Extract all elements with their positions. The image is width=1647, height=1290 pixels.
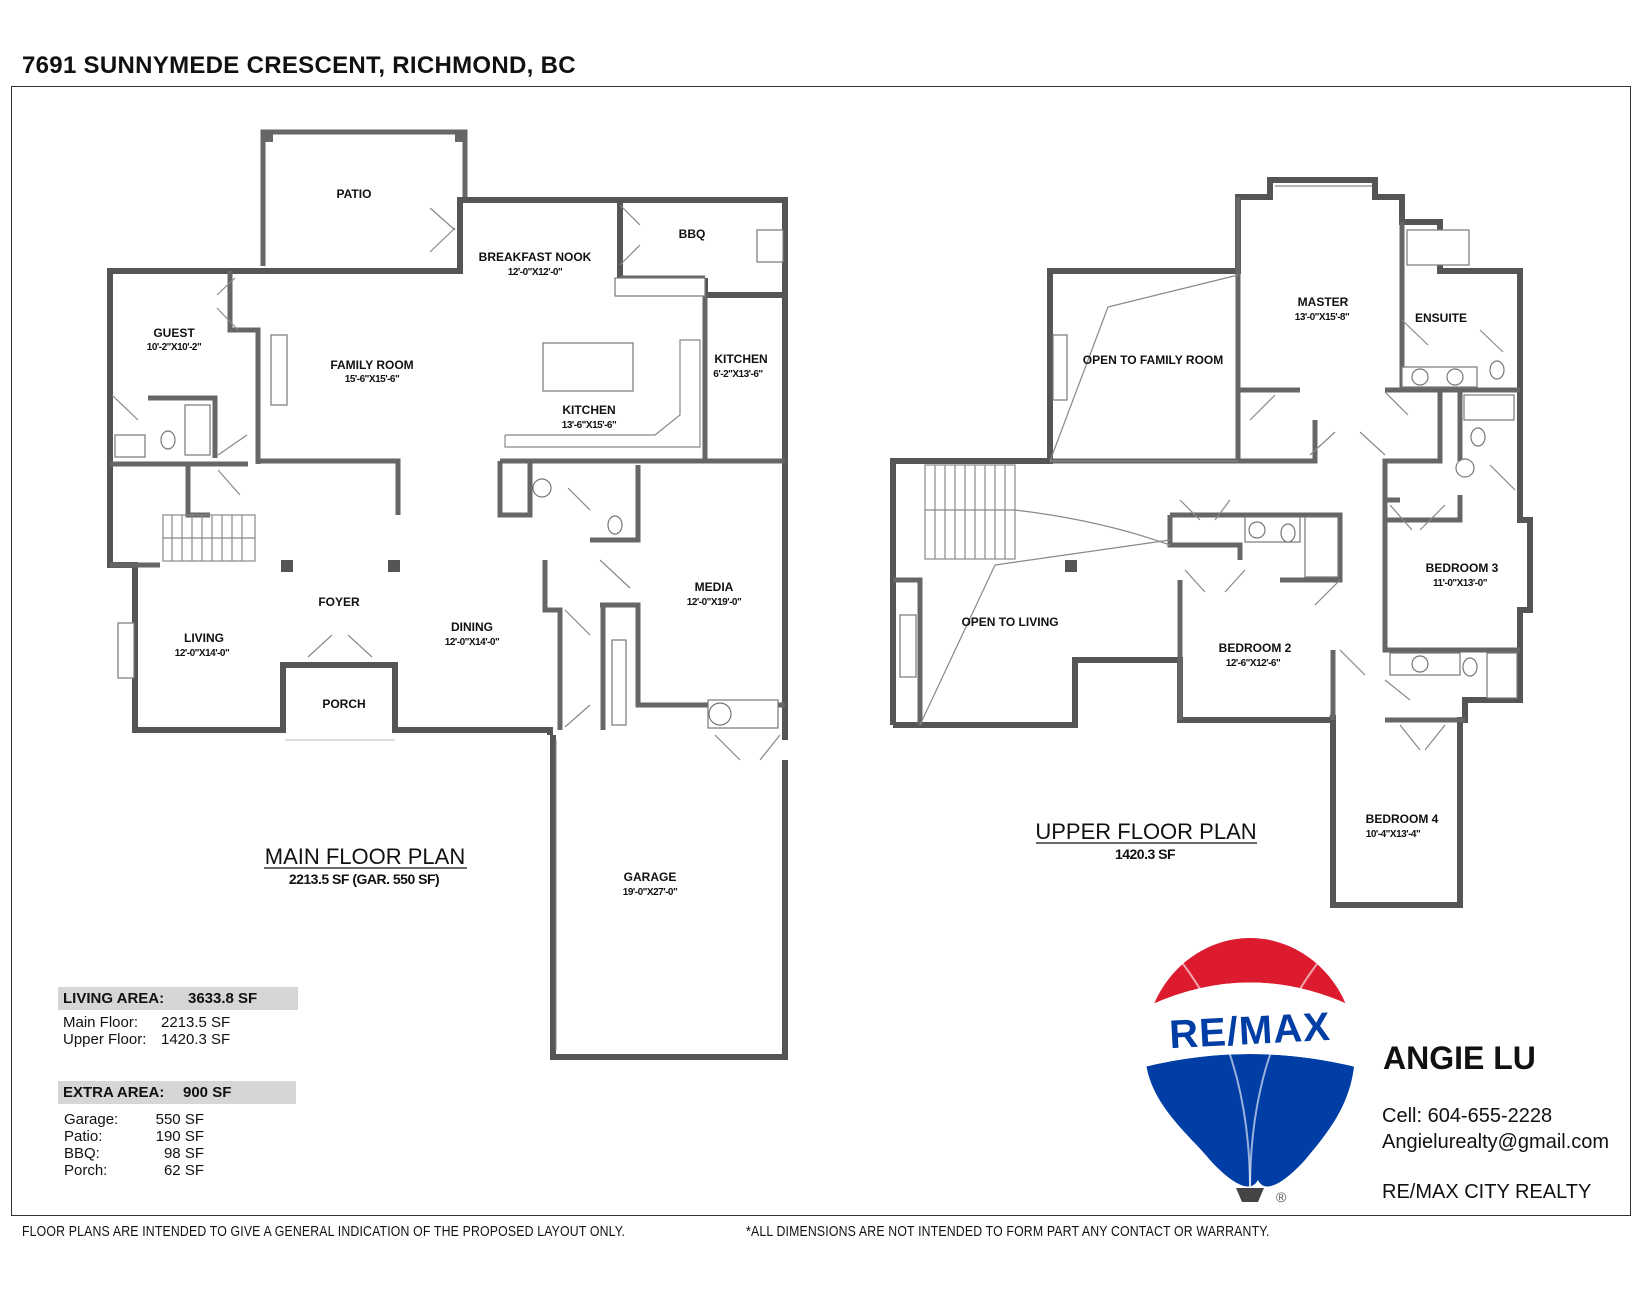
agent-company: RE/MAX CITY REALTY [1382,1181,1592,1203]
living-area-value: 3633.8 SF [188,990,258,1007]
room-ensuite: ENSUITE [1415,311,1467,325]
remax-logo-text: RE/MAX [1168,1005,1332,1057]
dim-guest: 10'-2"X10'-2" [147,342,202,353]
extra-area-value: 900 SF [183,1084,232,1101]
extra-area-header: EXTRA AREA: 900 SF [58,1081,296,1104]
main-floor-title: MAIN FLOOR PLAN [265,844,465,869]
dim-bedroom-4: 10'-4"X13'-4" [1366,829,1421,840]
address-title: 7691 SUNNYMEDE CRESCENT, RICHMOND, BC [22,52,576,79]
room-open-to-living: OPEN TO LIVING [961,615,1058,629]
upper-floor-subtitle: 1420.3 SF [1115,846,1176,862]
room-family-room: FAMILY ROOM [330,358,413,372]
extra-area-row: Patio: 190 SF [64,1128,204,1145]
room-kitchen-main: KITCHEN [562,403,615,417]
upper-floor-walls [890,177,1533,908]
agent-name: ANGIE LU [1383,1040,1536,1076]
room-foyer: FOYER [318,595,360,609]
room-open-to-family: OPEN TO FAMILY ROOM [1083,353,1223,367]
extra-area-box: EXTRA AREA: 900 SF Garage: 550 SF Patio:… [58,1081,296,1179]
agent-email[interactable]: Angielurealty@gmail.com [1382,1131,1610,1153]
extra-area-row: BBQ: 98 SF [64,1145,204,1162]
room-bedroom-2: BEDROOM 2 [1219,641,1292,655]
living-area-label: LIVING AREA: [63,990,165,1007]
dim-garage: 19'-0"X27'-0" [623,887,678,898]
dim-master: 13'-0"X15'-8" [1295,312,1350,323]
room-guest: GUEST [153,326,195,340]
room-breakfast-nook: BREAKFAST NOOK [479,250,592,264]
remax-balloon-logo: RE/MAX ® [1145,938,1355,1205]
main-floor-subtitle: 2213.5 SF (GAR. 550 SF) [289,871,439,887]
footer-disclaimer-layout: FLOOR PLANS ARE INTENDED TO GIVE A GENER… [22,1223,626,1240]
upper-floor-title: UPPER FLOOR PLAN [1035,819,1256,844]
registered-mark: ® [1276,1189,1287,1205]
room-master: MASTER [1298,295,1349,309]
room-kitchen-small: KITCHEN [714,352,767,366]
extra-area-row: Porch: 62 SF [64,1162,204,1179]
dim-kitchen-main: 13'-6"X15'-6" [562,420,617,431]
room-garage: GARAGE [624,870,677,884]
extra-area-label: EXTRA AREA: [63,1084,165,1101]
room-bbq: BBQ [679,227,706,241]
dim-bedroom-3: 11'-0"X13'-0" [1433,578,1488,589]
living-area-row: Upper Floor: 1420.3 SF [63,1031,231,1048]
dim-bedroom-2: 12'-6"X12'-6" [1226,658,1281,669]
room-patio: PATIO [337,187,372,201]
living-area-header: LIVING AREA: 3633.8 SF [58,987,298,1010]
room-bedroom-3: BEDROOM 3 [1426,561,1499,575]
main-floor-walls [107,129,788,1060]
room-media: MEDIA [695,580,734,594]
room-living: LIVING [184,631,224,645]
dim-dining: 12'-0"X14'-0" [445,637,500,648]
room-dining: DINING [451,620,493,634]
dim-breakfast-nook: 12'-0"X12'-0" [508,267,563,278]
living-area-row: Main Floor: 2213.5 SF [63,1014,231,1031]
agent-cell: Cell: 604-655-2228 [1382,1105,1553,1127]
room-bedroom-4: BEDROOM 4 [1366,812,1439,826]
dim-kitchen-small: 6'-2"X13'-6" [713,369,763,380]
footer-disclaimer-dimensions: *ALL DIMENSIONS ARE NOT INTENDED TO FORM… [746,1223,1270,1240]
main-floor-room-labels: PATIO BREAKFAST NOOK 12'-0"X12'-0" BBQ G… [147,187,768,898]
room-porch: PORCH [322,697,365,711]
dim-living: 12'-0"X14'-0" [175,648,230,659]
extra-area-row: Garage: 550 SF [64,1111,204,1128]
upper-floor-room-labels: MASTER 13'-0"X15'-8" ENSUITE OPEN TO FAM… [961,295,1498,862]
dim-family-room: 15'-6"X15'-6" [345,374,400,385]
balloon-basket-icon [1236,1188,1264,1202]
dim-media: 12'-0"X19'-0" [687,597,742,608]
living-area-box: LIVING AREA: 3633.8 SF Main Floor: 2213.… [58,987,298,1048]
page-frame [11,86,1631,1216]
